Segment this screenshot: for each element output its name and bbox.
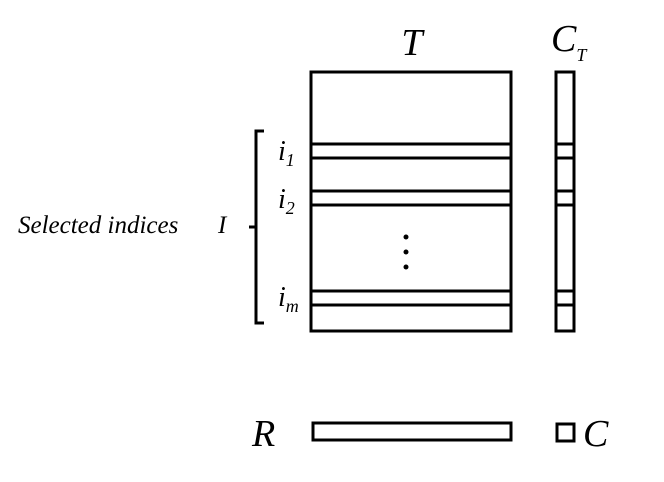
matrix-t-box: [309, 70, 513, 333]
selected-indices-symbol: I: [217, 212, 228, 239]
column-ct-main: C: [551, 18, 577, 60]
column-ct-rows: [556, 142, 574, 307]
selection-bracket: [249, 129, 264, 325]
matrix-row-m: [311, 289, 511, 307]
selected-indices-label: Selected indices: [18, 212, 178, 239]
matrix-row-2: [311, 189, 511, 207]
matrix-row-1: [311, 142, 511, 160]
column-ct-subscript: T: [576, 45, 588, 65]
column-ct-label: CT: [551, 18, 588, 65]
cell-c-label: C: [583, 413, 609, 455]
index-i1-label: i1: [278, 136, 295, 170]
column-ct-box: [554, 70, 576, 333]
matrix-t-label: T: [401, 22, 425, 64]
row-r-box: [311, 421, 513, 442]
cell-c-box: [555, 422, 576, 443]
row-r-label: R: [251, 413, 275, 455]
index-im-label: im: [278, 282, 299, 316]
index-i2-label: i2: [278, 184, 295, 218]
vertical-ellipsis: [403, 234, 409, 270]
